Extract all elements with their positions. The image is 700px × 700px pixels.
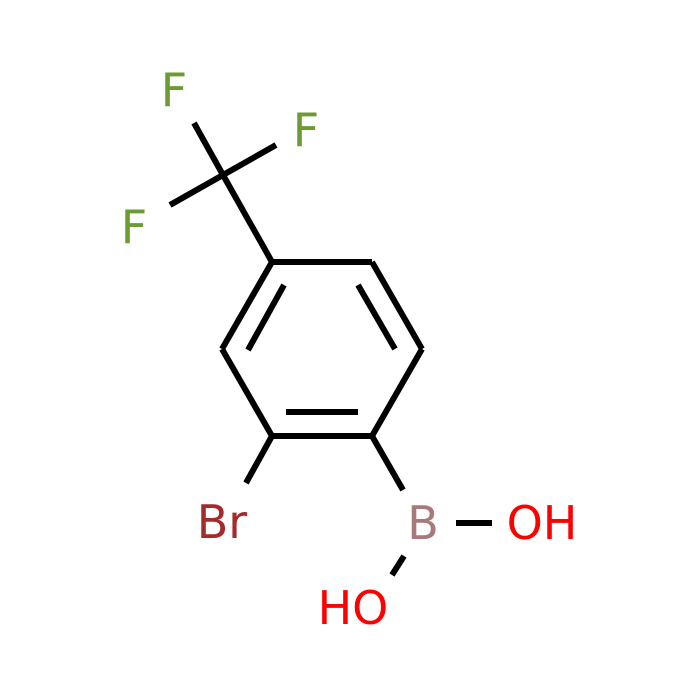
bond-b-oh2 bbox=[389, 554, 407, 577]
boron-atom: B bbox=[407, 496, 439, 550]
bond-ring-to-cf3 bbox=[220, 173, 275, 264]
ring-double-bond-inner-3 bbox=[355, 283, 398, 351]
hydroxyl-group-bottom: HO bbox=[318, 581, 389, 635]
bond-c-f3 bbox=[168, 172, 225, 208]
fluorine-atom-1: F bbox=[161, 63, 187, 117]
bond-group bbox=[168, 121, 492, 577]
bond-ring-to-br bbox=[243, 434, 275, 485]
ring-bond-bottom-left bbox=[219, 347, 275, 438]
fluorine-atom-3: F bbox=[121, 200, 147, 254]
fluorine-atom-2: F bbox=[293, 103, 319, 157]
bond-c-f1 bbox=[191, 121, 226, 177]
bond-c-f2 bbox=[221, 142, 278, 178]
ring-bond-top-left bbox=[219, 260, 275, 351]
ring-double-bond-inner-2 bbox=[245, 283, 287, 352]
bond-ring-to-b bbox=[369, 434, 406, 492]
ring-bond-bottom-right bbox=[369, 347, 425, 438]
ring-bond-top-right bbox=[369, 260, 425, 351]
bromine-atom: Br bbox=[197, 495, 248, 549]
hydroxyl-group-right: OH bbox=[507, 496, 578, 550]
